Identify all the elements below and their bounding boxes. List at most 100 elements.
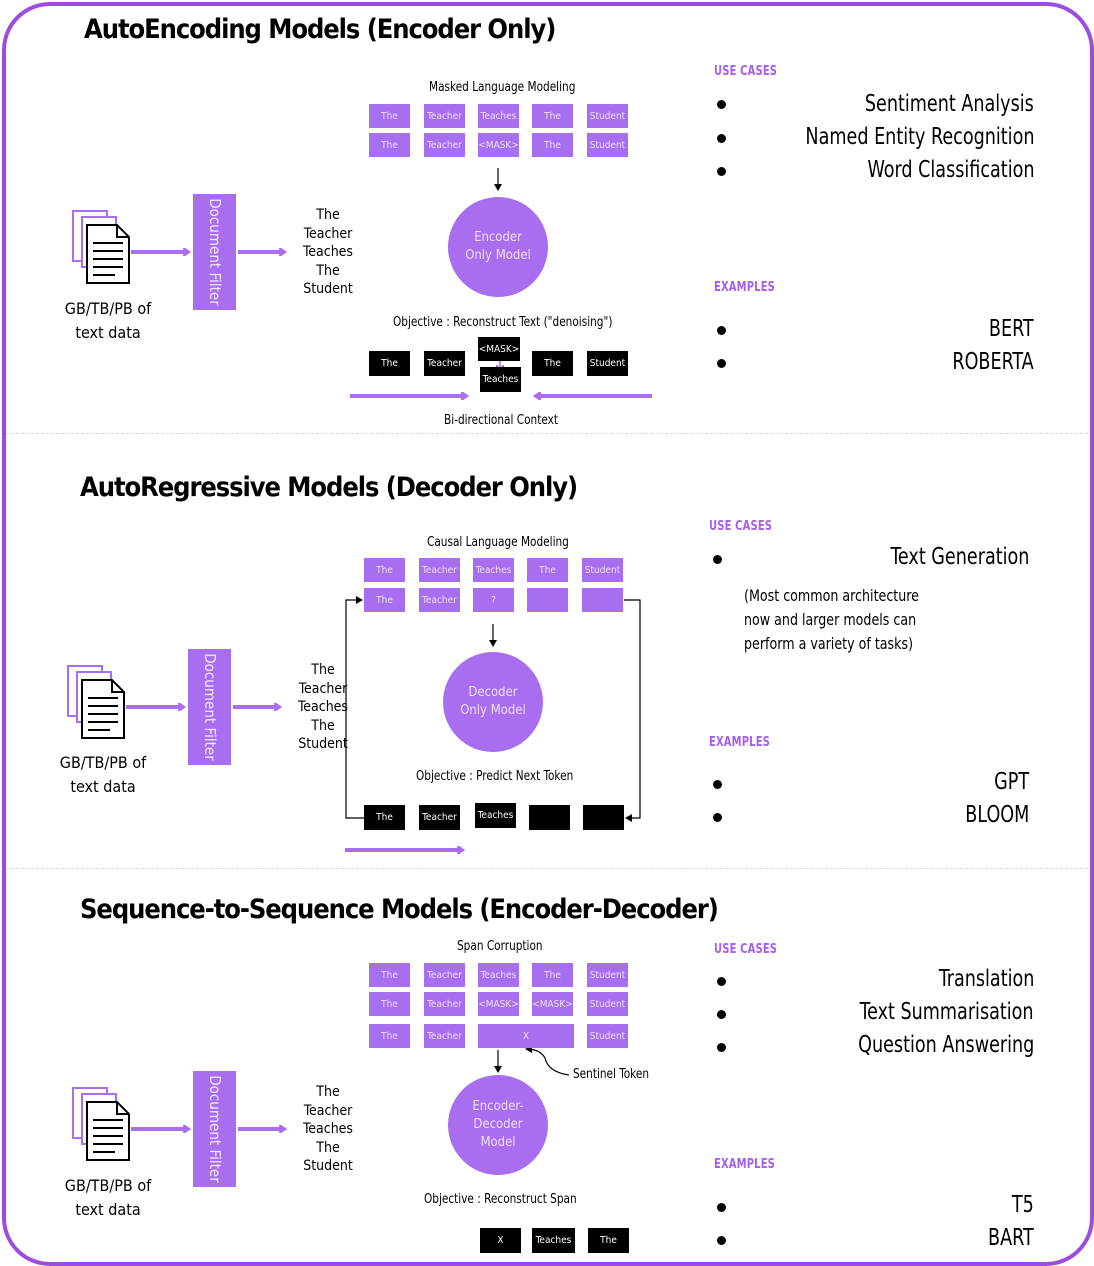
- token: Student: [587, 963, 628, 987]
- token: Student: [587, 133, 628, 157]
- example-item: ROBERTA: [952, 349, 1034, 375]
- output-token: Teacher: [424, 351, 465, 376]
- model-line: Decoder: [473, 1117, 523, 1132]
- token: The: [369, 1024, 410, 1048]
- mask-token: <MASK>: [532, 992, 573, 1016]
- context-label: Bi-directional Context: [444, 413, 558, 428]
- token: The: [369, 963, 410, 987]
- token: Teacher: [424, 963, 465, 987]
- token: Teacher: [424, 104, 465, 128]
- use-cases-heading: USE CASES: [709, 519, 773, 534]
- example-item: GPT: [994, 769, 1029, 795]
- use-cases-heading: USE CASES: [714, 64, 778, 79]
- examples-heading: EXAMPLES: [709, 735, 770, 750]
- section-title-autoregressive: AutoRegressive Models (Decoder Only): [80, 472, 578, 503]
- documents-icon: [72, 210, 130, 284]
- input-word: Teaches: [297, 699, 348, 715]
- model-line: Model: [480, 1135, 516, 1150]
- token: The: [532, 963, 573, 987]
- input-word: Teaches: [302, 1121, 353, 1137]
- examples-heading: EXAMPLES: [714, 1157, 775, 1172]
- empty-token: [582, 588, 623, 612]
- bullet: [717, 1203, 726, 1212]
- token: The: [369, 992, 410, 1016]
- loop-right-arrow: [624, 599, 641, 822]
- token: Teacher: [424, 1024, 465, 1048]
- section-title-seq2seq: Sequence-to-Sequence Models (Encoder-Dec…: [80, 894, 719, 925]
- mask-token: <MASK>: [478, 133, 519, 157]
- input-word: Student: [298, 736, 348, 752]
- objective-label: Objective : Predict Next Token: [416, 769, 574, 784]
- token: Teacher: [424, 992, 465, 1016]
- example-item: BLOOM: [964, 802, 1029, 828]
- empty-token: [527, 588, 568, 612]
- bullet: [713, 555, 722, 564]
- architecture-note: (Most common architecture now and larger…: [744, 586, 919, 653]
- model-line: Encoder: [474, 230, 522, 245]
- example-item: BART: [988, 1225, 1034, 1251]
- model-line: Encoder-: [472, 1099, 524, 1114]
- model-line: Only Model: [465, 248, 531, 263]
- token: Student: [582, 558, 623, 582]
- input-word: Student: [303, 1158, 353, 1174]
- empty-output-token: [529, 805, 570, 830]
- token: Teaches: [473, 558, 514, 582]
- task-title: Span Corruption: [457, 939, 543, 954]
- use-case-item: Sentiment Analysis: [865, 91, 1034, 117]
- use-case-item: Word Classification: [866, 157, 1034, 183]
- sentinel-pointer-arrow: [525, 1045, 570, 1076]
- bullet: [717, 134, 726, 143]
- input-word-list: The Teacher Teaches The Student: [302, 1083, 354, 1176]
- token: Student: [587, 1024, 628, 1048]
- use-case-item: Translation: [938, 966, 1034, 992]
- output-token: Student: [587, 351, 628, 376]
- section-title-autoencoding: AutoEncoding Models (Encoder Only): [84, 14, 556, 45]
- token: Teacher: [424, 133, 465, 157]
- documents-icon: [67, 665, 125, 739]
- token: The: [369, 133, 410, 157]
- input-word: Teacher: [303, 1102, 353, 1119]
- input-word: Student: [303, 281, 353, 297]
- token: Teacher: [419, 588, 460, 612]
- use-case-item: Question Answering: [857, 1032, 1034, 1058]
- use-case-item: Named Entity Recognition: [804, 124, 1034, 150]
- input-word: Teacher: [303, 225, 353, 242]
- objective-label: Objective : Reconstruct Span: [424, 1192, 577, 1207]
- input-word: The: [316, 262, 340, 279]
- token: The: [532, 133, 573, 157]
- token: The: [369, 104, 410, 128]
- input-word: The: [316, 1139, 340, 1156]
- sentinel-token: X: [478, 1024, 574, 1048]
- token: The: [532, 104, 573, 128]
- output-token: The: [532, 351, 573, 376]
- task-title: Causal Language Modeling: [427, 535, 569, 550]
- bullet: [717, 100, 726, 109]
- section-divider: [6, 868, 1088, 869]
- input-word: Teacher: [298, 680, 348, 697]
- output-token: Teaches: [475, 803, 516, 828]
- input-word: The: [311, 662, 335, 678]
- bullet: [717, 359, 726, 368]
- bullet: [717, 326, 726, 335]
- unknown-token: ?: [473, 588, 514, 612]
- output-token: Teaches: [532, 1228, 575, 1253]
- output-token: The: [369, 351, 410, 376]
- task-title: Masked Language Modeling: [429, 80, 576, 95]
- token: The: [364, 588, 405, 612]
- example-item: BERT: [989, 316, 1034, 342]
- sentinel-label: Sentinel Token: [573, 1067, 650, 1082]
- model-line: Decoder: [468, 685, 518, 700]
- section-divider: [6, 433, 1088, 434]
- example-item: T5: [1012, 1192, 1034, 1218]
- use-cases-heading: USE CASES: [714, 942, 778, 957]
- output-token: Teacher: [419, 805, 460, 830]
- token: Student: [587, 992, 628, 1016]
- document-filter: Document Filter: [188, 649, 231, 765]
